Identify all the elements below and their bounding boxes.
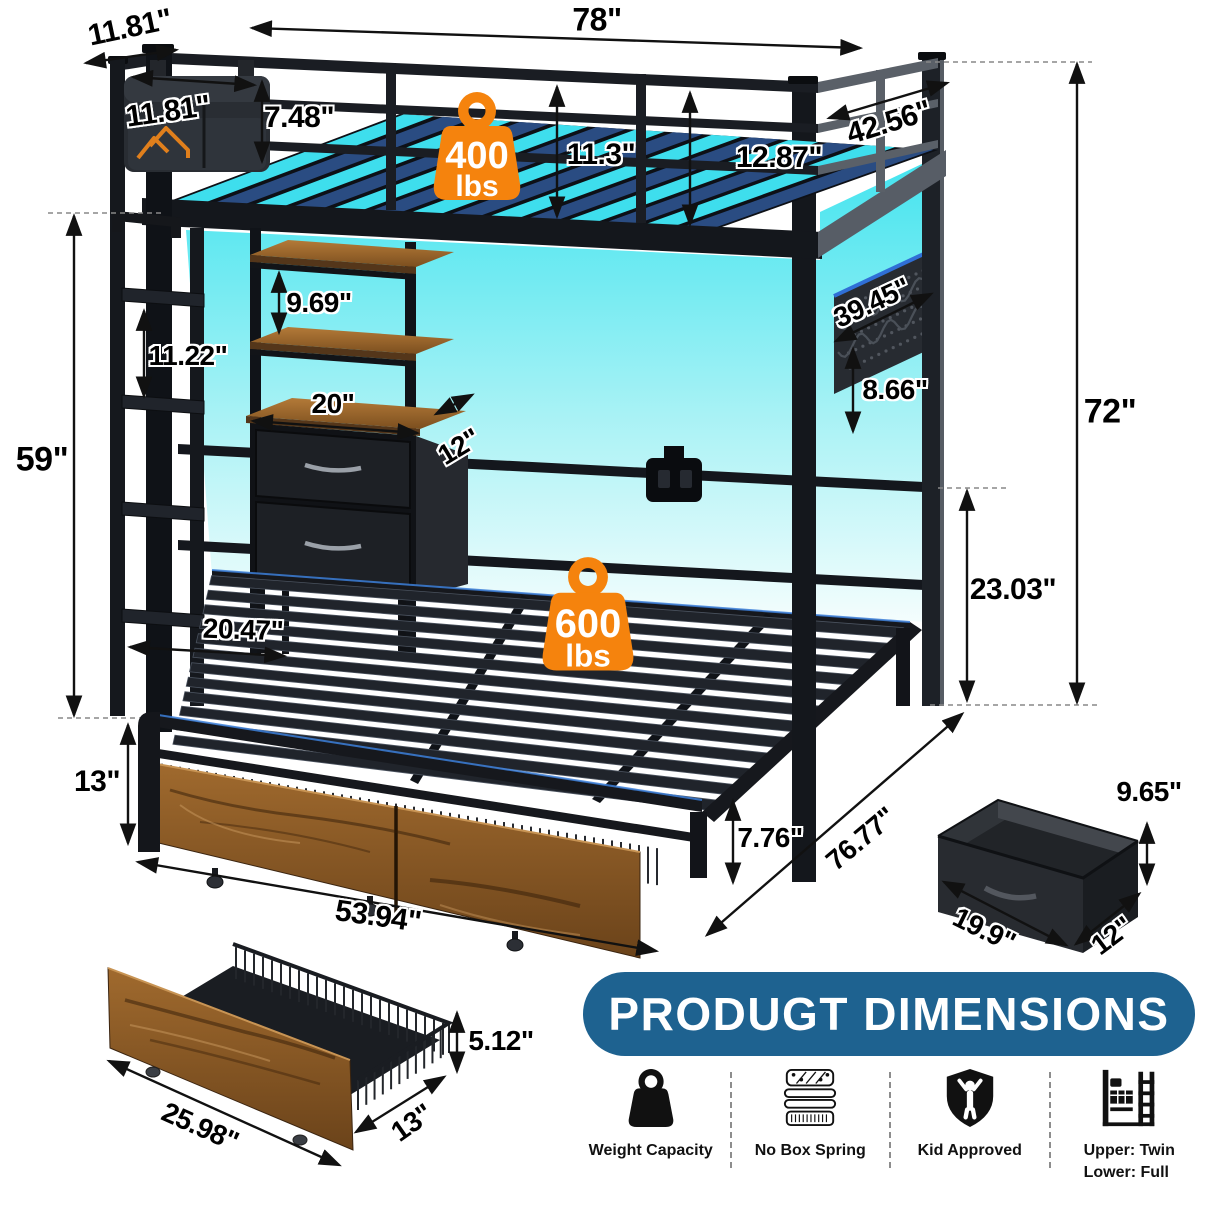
mattress-icon	[781, 1062, 839, 1130]
dim-label-cabinet-width: 20"	[311, 388, 355, 419]
dim-label-headboard-height: 13"	[73, 765, 121, 798]
dim-label-trundle-height: 5.12"	[468, 1025, 534, 1056]
feature-label: No Box Spring	[754, 1142, 866, 1159]
product-dimensions-banner: PRODUGT DIMENSIONS	[583, 972, 1195, 1056]
feature-label: Upper: Twin Lower: Full	[1084, 1140, 1175, 1183]
badge-value: 600	[555, 602, 622, 646]
wood-shelf-bottom	[250, 327, 454, 354]
bunk-bed-icon	[1099, 1062, 1159, 1130]
feature-weight-capacity: Weight Capacity	[572, 1062, 730, 1162]
outlet-mount	[664, 446, 684, 460]
feature-no-box-spring: No Box Spring	[732, 1062, 890, 1162]
feature-strip: Weight Capacity No Box Spring	[572, 1062, 1208, 1183]
led-strip	[833, 249, 931, 298]
drawer-handle	[304, 462, 362, 473]
feature-label: Kid Approved	[917, 1142, 1022, 1159]
feature-label-lower: Lower: Full	[1083, 1163, 1169, 1181]
feature-divider	[729, 1072, 732, 1168]
feature-kid-approved: Kid Approved	[891, 1062, 1049, 1162]
weight-badge-lower: 600 lbs	[542, 557, 634, 673]
dim-label-guardrail-outer: 12.87"	[735, 141, 823, 174]
drawer-handle	[304, 540, 362, 551]
dimension-arrows	[65, 20, 1156, 1167]
dim-label-post-inset: 20.47"	[202, 612, 284, 647]
ladder	[110, 58, 205, 716]
rear-right-post	[918, 52, 946, 706]
bed-leg	[896, 628, 910, 706]
headboard-post	[138, 712, 160, 852]
feature-bed-sizes: Upper: Twin Lower: Full	[1051, 1062, 1209, 1183]
weight-icon	[622, 1062, 680, 1130]
wood-shelf-top	[250, 240, 454, 267]
dim-label-overall-height: 72"	[1083, 392, 1137, 431]
brand-logo-icon	[136, 126, 190, 160]
dim-label-pocket-height: 7.48"	[263, 101, 335, 134]
dim-label-rung-spacing: 11.22"	[148, 340, 228, 371]
feature-label-upper: Upper: Twin	[1083, 1142, 1175, 1159]
dim-label-left-clearance: 59"	[15, 440, 69, 479]
bed-leg	[690, 812, 707, 878]
dim-label-lower-clearance: 23.03"	[969, 573, 1057, 606]
feature-label: Weight Capacity	[588, 1142, 713, 1159]
shield-kid-icon	[941, 1062, 999, 1130]
dim-label-shelf-spacing: 9.69"	[286, 287, 352, 318]
dim-label-bin-height: 9.65"	[1116, 776, 1182, 807]
fabric-drawer-bottom	[255, 500, 411, 588]
badge-unit: lbs	[455, 170, 498, 203]
badge-value: 400	[445, 135, 508, 177]
dim-label-guardrail-inner: 11.3"	[566, 138, 636, 171]
dim-label-side-rail-height: 7.76"	[737, 822, 803, 853]
feature-divider	[1048, 1072, 1051, 1168]
badge-unit: lbs	[565, 637, 611, 673]
feature-divider	[889, 1072, 891, 1168]
power-outlet	[646, 458, 702, 502]
dim-label-led-height: 8.66"	[862, 374, 928, 405]
weight-badge-upper: 400 lbs	[433, 92, 521, 203]
dim-label-top-length: 78"	[572, 1, 622, 38]
